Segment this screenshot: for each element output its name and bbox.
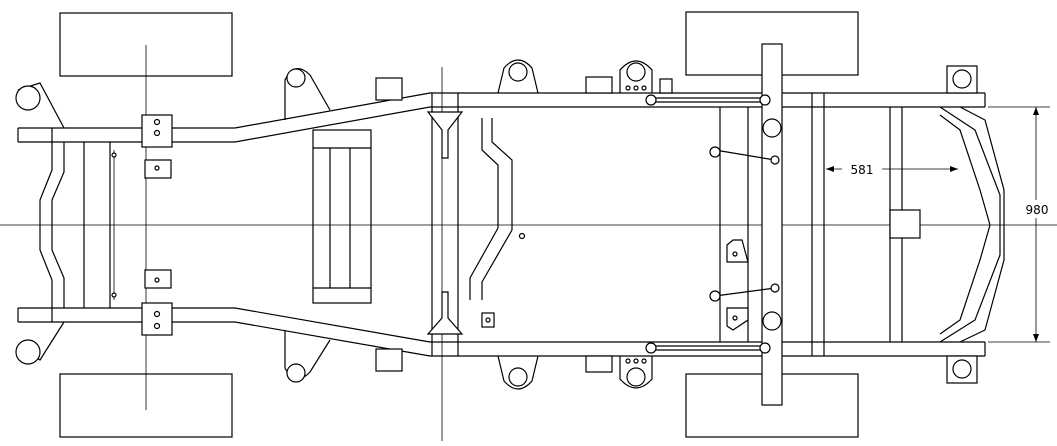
rear-crossmember [889,65,1005,384]
side-rails [17,92,986,357]
upper-rail-outer [18,92,985,129]
diagonal-member [469,118,526,300]
lower-rail-inner [18,307,985,343]
upper-tow-hook-icon [15,85,41,111]
wheels [59,11,859,438]
dimension-980-label: 980 [1026,203,1049,217]
dimension-581-label: 581 [851,163,874,177]
rear-axle [645,43,825,406]
lower-tow-hook-icon [15,339,41,365]
middle-hangers [497,59,673,390]
engine-crossmember [312,77,403,372]
dimension-length: 581 [826,161,958,177]
front-crossmember [39,128,117,322]
dimension-width: 980 [988,106,1054,343]
spring-hangers-front [284,68,331,383]
front-tow-hooks [15,82,65,365]
mid-crossmember [426,93,495,356]
lower-rail-outer [18,321,985,357]
upper-rail-inner [18,106,985,143]
front-brackets [141,114,173,336]
